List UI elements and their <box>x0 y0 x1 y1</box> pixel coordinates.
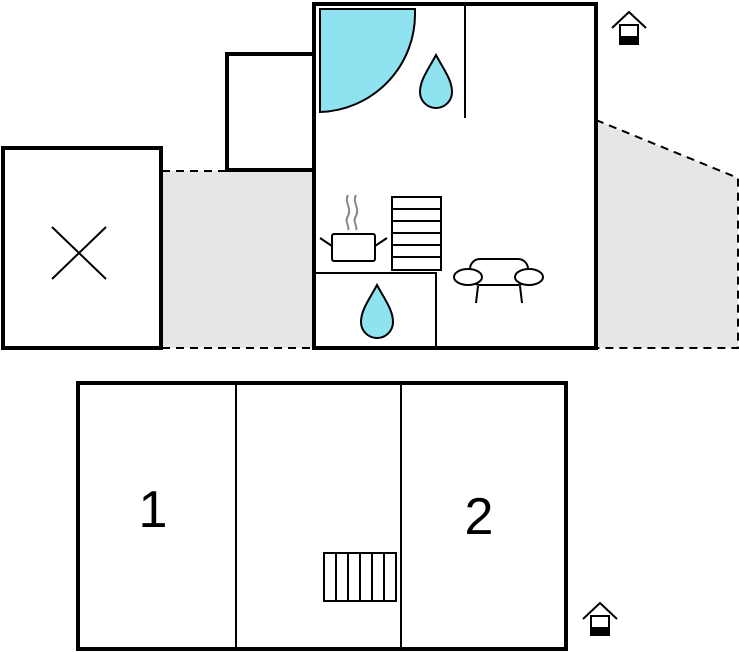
upper-floor: 1 2 <box>76 381 568 651</box>
staircase-icon <box>391 196 442 271</box>
water-drop-icon <box>418 52 454 109</box>
shower-icon <box>319 8 417 114</box>
room-2-label: 2 <box>465 488 494 546</box>
entrance-house-icon <box>582 601 618 636</box>
main-house <box>312 2 598 350</box>
water-drop-icon <box>359 282 395 339</box>
side-room <box>225 52 316 172</box>
ground-floor <box>1 2 739 350</box>
entrance-house-icon <box>611 10 647 45</box>
upper-floor-outline <box>76 381 568 651</box>
sofa-icon <box>453 258 544 304</box>
utility-room <box>314 272 437 349</box>
left-terrace <box>162 171 314 348</box>
right-terrace <box>596 120 738 348</box>
right-terrace-outline <box>595 119 739 349</box>
staircase-icon <box>323 552 397 602</box>
cross-box-icon <box>51 226 107 280</box>
room-1-label: 1 <box>139 481 168 539</box>
kitchen-pot-icon <box>319 194 388 262</box>
annex-room <box>1 146 163 350</box>
